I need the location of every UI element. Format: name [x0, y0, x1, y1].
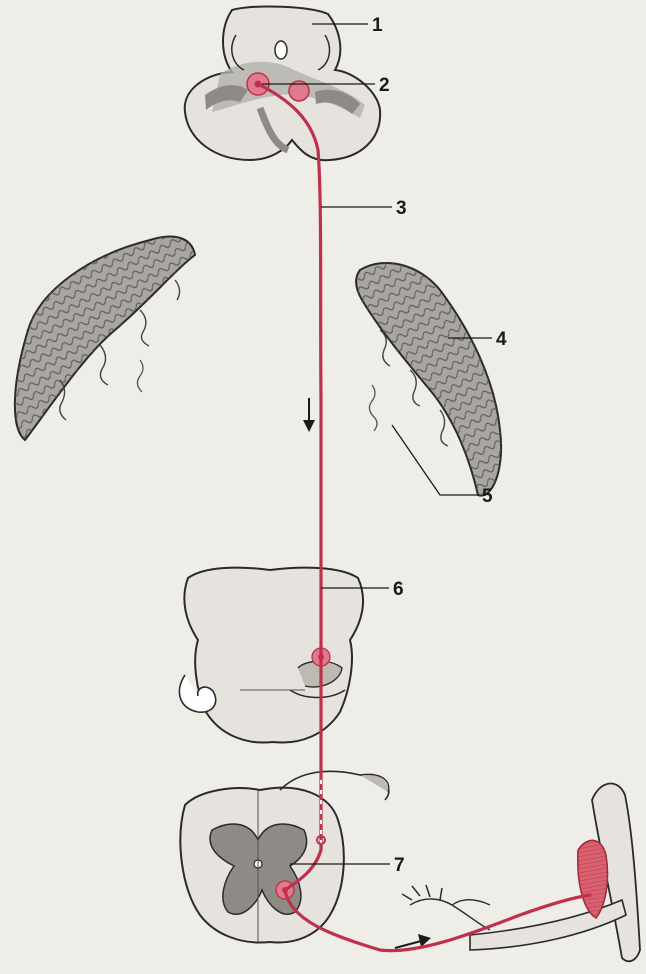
label-6: 6 — [393, 579, 404, 600]
spinal-cord-section — [180, 771, 388, 942]
down-arrow-icon — [303, 398, 315, 432]
label-7: 7 — [394, 855, 405, 876]
medulla-section — [179, 568, 363, 743]
label-4: 4 — [496, 329, 507, 350]
left-folded-structure — [15, 236, 195, 440]
label-5: 5 — [482, 486, 493, 507]
label-2: 2 — [379, 75, 390, 96]
label-1: 1 — [372, 15, 383, 36]
arm-skeleton — [402, 784, 640, 962]
label-3: 3 — [396, 198, 407, 219]
